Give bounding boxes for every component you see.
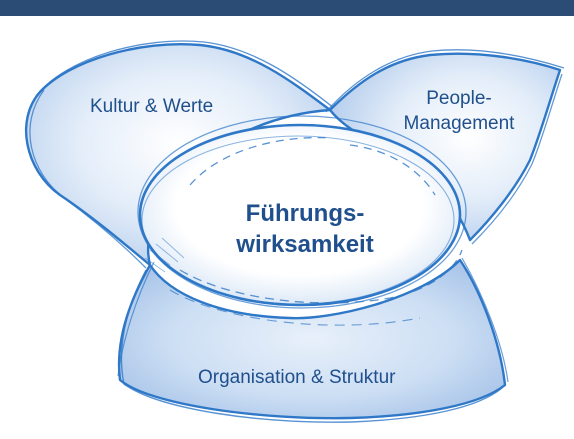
people-label: People- Management [384, 86, 534, 136]
center-label-line1: Führungs- [245, 200, 365, 227]
area-organisation [117, 257, 509, 423]
area-center [137, 115, 467, 326]
people-label-line2: Management [403, 113, 515, 134]
people-label-line1: People- [426, 88, 492, 109]
kultur-label: Kultur & Werte [90, 96, 214, 117]
header-bar [0, 0, 574, 16]
organisation-label: Organisation & Struktur [198, 367, 396, 388]
center-label: Führungs- wirksamkeit [205, 198, 405, 260]
center-label-line2: wirksamkeit [236, 231, 374, 258]
